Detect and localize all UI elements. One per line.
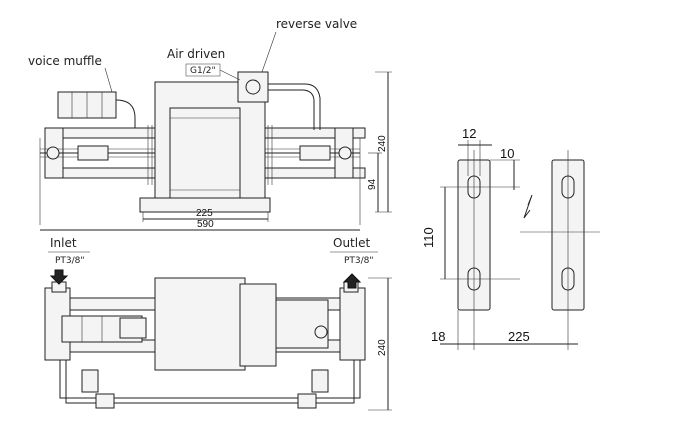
front-view-labels: voice muffle Air driven G1/2" reverse va… (28, 17, 357, 93)
top-view-pipe-union-right (297, 393, 317, 409)
top-view-cylinder (154, 277, 246, 371)
outlet-arrow-icon (342, 273, 362, 289)
label-voice-muffle: voice muffle (28, 54, 102, 68)
front-muffle-pipe (115, 99, 136, 128)
inlet-arrow-icon (49, 269, 69, 285)
dim-bracket-12: 12 (462, 126, 476, 141)
top-view-pump-head (275, 299, 329, 349)
dim-bracket-110: 110 (421, 227, 436, 248)
front-right-fitting (338, 146, 352, 160)
label-air-driven: Air driven (167, 47, 225, 61)
front-left-fitting (46, 146, 60, 160)
top-view-right-block (339, 287, 366, 361)
dim-front-240: 240 (377, 135, 388, 152)
front-view: 225 590 240 94 (39, 71, 392, 231)
dim-front-225: 225 (196, 208, 213, 219)
dim-top-240: 240 (377, 339, 388, 356)
top-view-port (314, 325, 328, 339)
front-cylinder-core (169, 107, 241, 199)
top-view-labels: Inlet PT3/8" Outlet PT3/8" (48, 236, 378, 266)
front-valve-port (245, 79, 261, 95)
label-inlet-size: PT3/8" (55, 256, 85, 266)
top-view-bypass-pipe-inner (65, 360, 355, 404)
top-view-valve-block (239, 283, 277, 367)
label-air-driven-size: G1/2" (190, 66, 216, 76)
dim-front-590: 590 (197, 219, 214, 230)
label-outlet: Outlet (333, 236, 370, 250)
front-left-nut (77, 145, 109, 161)
leader-air-driven (219, 69, 241, 81)
front-return-pipe (268, 83, 321, 130)
label-reverse-valve: reverse valve (276, 17, 357, 31)
top-view-lower-fitting-right (311, 369, 329, 393)
top-view-lower-fitting-left (81, 369, 99, 393)
bracket-break-mark (523, 194, 533, 219)
bracket-view: 12 10 110 18 225 (421, 126, 600, 350)
front-return-pipe-inner (268, 89, 315, 130)
leader-reverse-valve (261, 31, 277, 73)
front-right-nut (299, 145, 331, 161)
dim-bracket-10: 10 (500, 146, 514, 161)
dim-bracket-225: 225 (508, 329, 530, 344)
front-base-plate (139, 197, 271, 213)
top-view-pipe-union-left (95, 393, 115, 409)
dim-front-94: 94 (367, 178, 378, 190)
top-view: 240 (44, 269, 392, 411)
dim-bracket-18: 18 (431, 329, 445, 344)
top-view-bypass-pipe (59, 360, 361, 399)
leader-voice-muffle (104, 67, 113, 93)
label-outlet-size: PT3/8" (344, 256, 374, 266)
top-view-muffle-cap (119, 317, 147, 339)
label-inlet: Inlet (50, 236, 77, 250)
